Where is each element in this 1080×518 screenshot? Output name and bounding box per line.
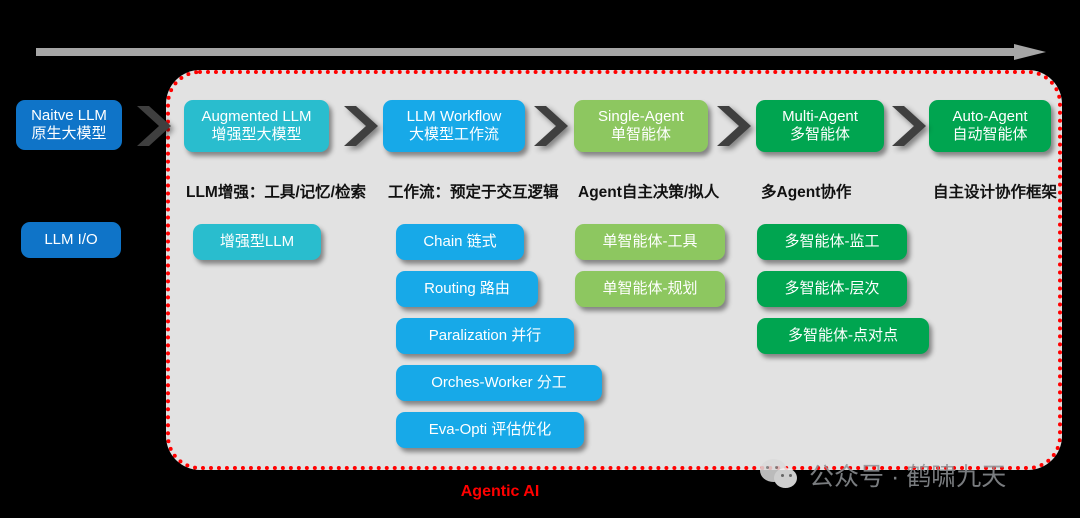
item-label: 多智能体-点对点 (788, 327, 898, 344)
stage-label-zh: 单智能体 (610, 126, 671, 143)
item-label: Routing 路由 (424, 280, 510, 297)
stage-label-zh: 大模型工作流 (408, 126, 499, 143)
chevron-right-icon-3 (530, 102, 572, 150)
chevron-right-icon-4 (713, 102, 755, 150)
item-label: 增强型LLM (219, 233, 295, 250)
item-box-multi-agent-p2p[interactable]: 多智能体-点对点 (757, 318, 929, 354)
agentic-ai-label: Agentic AI (0, 483, 1080, 501)
item-box-single-agent-planning[interactable]: 单智能体-规划 (575, 271, 725, 307)
wechat-logo-icon (760, 459, 800, 491)
item-box-orchestrator-worker[interactable]: Orches-Worker 分工 (396, 365, 602, 401)
item-label: 单智能体-工具 (602, 233, 698, 250)
stage-box-llm-workflow[interactable]: LLM Workflow 大模型工作流 (383, 100, 525, 152)
item-box-multi-agent-hierarchical[interactable]: 多智能体-层次 (757, 271, 907, 307)
stage-box-auto-agent[interactable]: Auto-Agent 自动智能体 (929, 100, 1051, 152)
item-box-chain[interactable]: Chain 链式 (396, 224, 524, 260)
stage-label-en: Multi-Agent (782, 108, 858, 125)
column-caption-auto-agent: 自主设计协作框架 (933, 184, 1058, 201)
arrow-shaft (36, 48, 1018, 56)
item-box-eval-optimizer[interactable]: Eva-Opti 评估优化 (396, 412, 584, 448)
stage-label-en: LLM Workflow (406, 108, 502, 125)
arrow-head (1014, 44, 1046, 60)
stage-box-multi-agent[interactable]: Multi-Agent 多智能体 (756, 100, 884, 152)
chevron-right-icon-1 (133, 102, 175, 150)
column-caption-multi-agent: 多Agent协作 (761, 184, 852, 201)
stage-box-naitve-llm[interactable]: Naitve LLM 原生大模型 (16, 100, 122, 150)
chevron-right-icon-2 (340, 102, 382, 150)
column-caption-workflow: 工作流：预定于交互逻辑 (388, 184, 559, 201)
item-label: Chain 链式 (423, 233, 497, 250)
item-label: Paralization 并行 (428, 327, 542, 344)
stage-label-en: Single-Agent (598, 108, 684, 125)
stage-label-en: Augmented LLM (201, 108, 312, 125)
stage-box-augmented-llm[interactable]: Augmented LLM 增强型大模型 (184, 100, 329, 152)
item-box-multi-agent-supervisor[interactable]: 多智能体-监工 (757, 224, 907, 260)
item-box-llm-io[interactable]: LLM I/O (21, 222, 121, 258)
agentic-ai-text: Agentic AI (460, 483, 540, 500)
stage-label-zh: 增强型大模型 (211, 126, 302, 143)
chevron-right-icon-5 (888, 102, 930, 150)
stage-label-zh: 原生大模型 (31, 125, 107, 142)
column-caption-augmented: LLM增强：工具/记忆/检索 (186, 184, 366, 201)
stage-label-en: Naitve LLM (31, 107, 107, 124)
item-label: 单智能体-规划 (602, 280, 698, 297)
stage-label-zh: 自动智能体 (952, 126, 1028, 143)
item-label: Eva-Opti 评估优化 (428, 421, 552, 438)
item-label: 多智能体-层次 (784, 280, 880, 297)
item-box-single-agent-tool[interactable]: 单智能体-工具 (575, 224, 725, 260)
item-label: Orches-Worker 分工 (431, 374, 567, 391)
item-box-routing[interactable]: Routing 路由 (396, 271, 538, 307)
column-caption-single-agent: Agent自主决策/拟人 (578, 184, 720, 201)
stage-label-en: Auto-Agent (952, 108, 1028, 125)
item-label: LLM I/O (44, 231, 98, 248)
stage-label-zh: 多智能体 (789, 126, 850, 143)
watermark-text: 公众号 · 鹤啸九天 (809, 463, 1007, 491)
item-box-augmented-llm[interactable]: 增强型LLM (193, 224, 321, 260)
evolution-arrow-icon (36, 44, 1048, 60)
item-box-paralization[interactable]: Paralization 并行 (396, 318, 574, 354)
watermark: 公众号 · 鹤啸九天 (760, 457, 1006, 493)
stage-box-single-agent[interactable]: Single-Agent 单智能体 (574, 100, 708, 152)
item-label: 多智能体-监工 (784, 233, 880, 250)
